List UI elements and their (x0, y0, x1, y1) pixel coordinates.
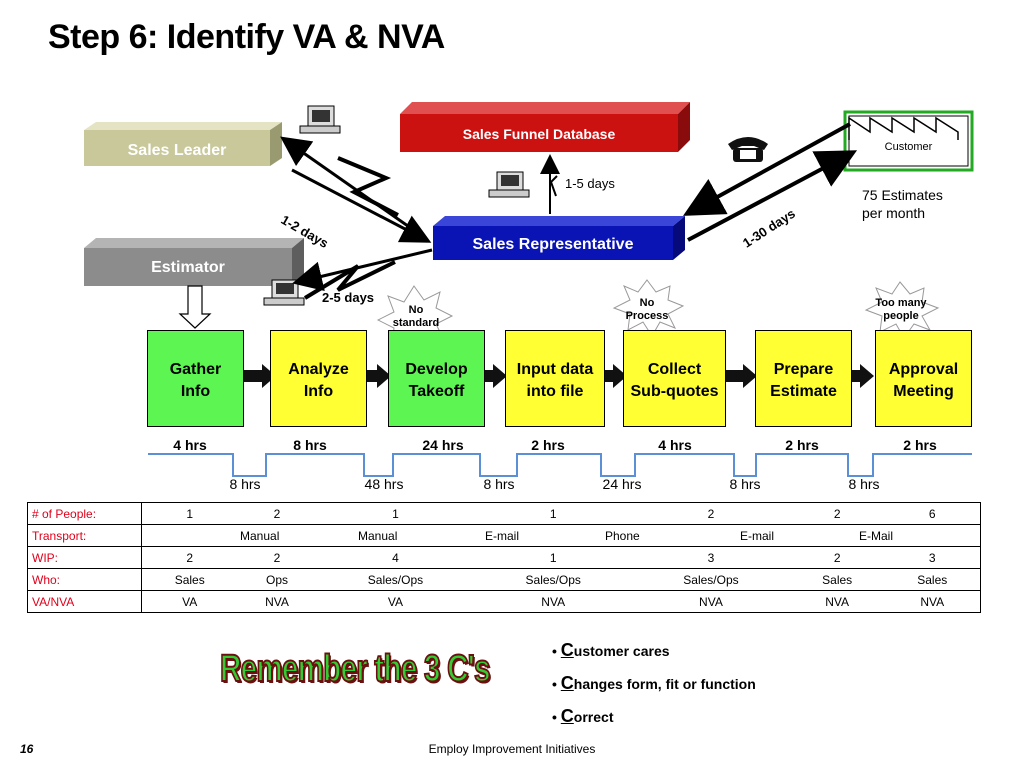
arrow-rep-to-customer (687, 150, 858, 242)
estimator-label: Estimator (151, 259, 225, 276)
process-time: 4 hrs (173, 437, 207, 453)
wait-time: 24 hrs (602, 476, 642, 492)
sales-leader-label: Sales Leader (127, 142, 227, 159)
sales-funnel-db-label: Sales Funnel Database (462, 126, 616, 142)
sales-rep-box (433, 216, 685, 260)
sales-leader-box (84, 122, 282, 166)
estimates-note-line1: 75 Estimates (862, 187, 943, 203)
customer-label: Customer (884, 141, 933, 153)
wait-time: 8 hrs (848, 476, 880, 492)
arrow-rep-to-estimator (292, 248, 433, 292)
wait-time: 8 hrs (729, 476, 761, 492)
wait-time: 8 hrs (229, 476, 261, 492)
computer-icon (263, 279, 305, 306)
phone-icon (728, 137, 768, 162)
wait-time: 8 hrs (483, 476, 515, 492)
c-item: • Correct (552, 706, 614, 726)
computer-icon (488, 171, 530, 198)
customer-factory-icon (843, 110, 974, 172)
process-time: 2 hrs (531, 437, 565, 453)
estimator-time: 2-5 days (322, 290, 375, 305)
page-number: 16 (20, 742, 34, 756)
process-time: 24 hrs (422, 437, 464, 453)
row-label: VA/NVA (27, 590, 142, 613)
push-arrow (178, 285, 212, 329)
table-row: Who: Sales Ops Sales/Ops Sales/Ops Sales… (27, 568, 981, 591)
sales-rep-label: Sales Representative (472, 236, 634, 253)
table-row: # of People: 1 2 1 1 2 2 6 (27, 502, 981, 525)
process-time: 2 hrs (903, 437, 937, 453)
footer-text: Employ Improvement Initiatives (428, 742, 596, 756)
process-time: 8 hrs (293, 437, 327, 453)
process-data-table: # of People: 1 2 1 1 2 2 6 Transport: Ma… (27, 502, 981, 613)
push-arrows (244, 364, 874, 388)
table-row: WIP: 2 2 4 1 3 2 3 (27, 546, 981, 569)
estimates-note-line2: per month (862, 205, 926, 221)
electronic-link (303, 260, 396, 300)
computer-icon (299, 105, 341, 134)
table-row: Transport: Manual Manual E-mail Phone E-… (27, 524, 981, 547)
row-label: WIP: (27, 546, 142, 569)
db-rep-time: 1-5 days (565, 176, 615, 191)
timeline-ladder (148, 453, 972, 477)
row-label: Who: (27, 568, 142, 591)
row-label: # of People: (27, 502, 142, 525)
table-row: VA/NVA VA NVA VA NVA NVA NVA NVA (27, 590, 981, 613)
sales-funnel-db-box (400, 102, 690, 152)
process-time: 4 hrs (658, 437, 692, 453)
wait-time: 48 hrs (364, 476, 404, 492)
c-item: • Customer cares (552, 640, 670, 660)
process-time: 2 hrs (785, 437, 819, 453)
page-title: Step 6: Identify VA & NVA (48, 18, 445, 56)
remember-banner: Remember the 3 C's (219, 647, 491, 691)
arrow-leader-to-rep (291, 168, 432, 243)
row-label: Transport: (27, 524, 142, 547)
c-item: • Changes form, fit or function (552, 673, 756, 693)
arrow-customer-to-rep (682, 122, 851, 216)
electronic-link (337, 156, 399, 217)
